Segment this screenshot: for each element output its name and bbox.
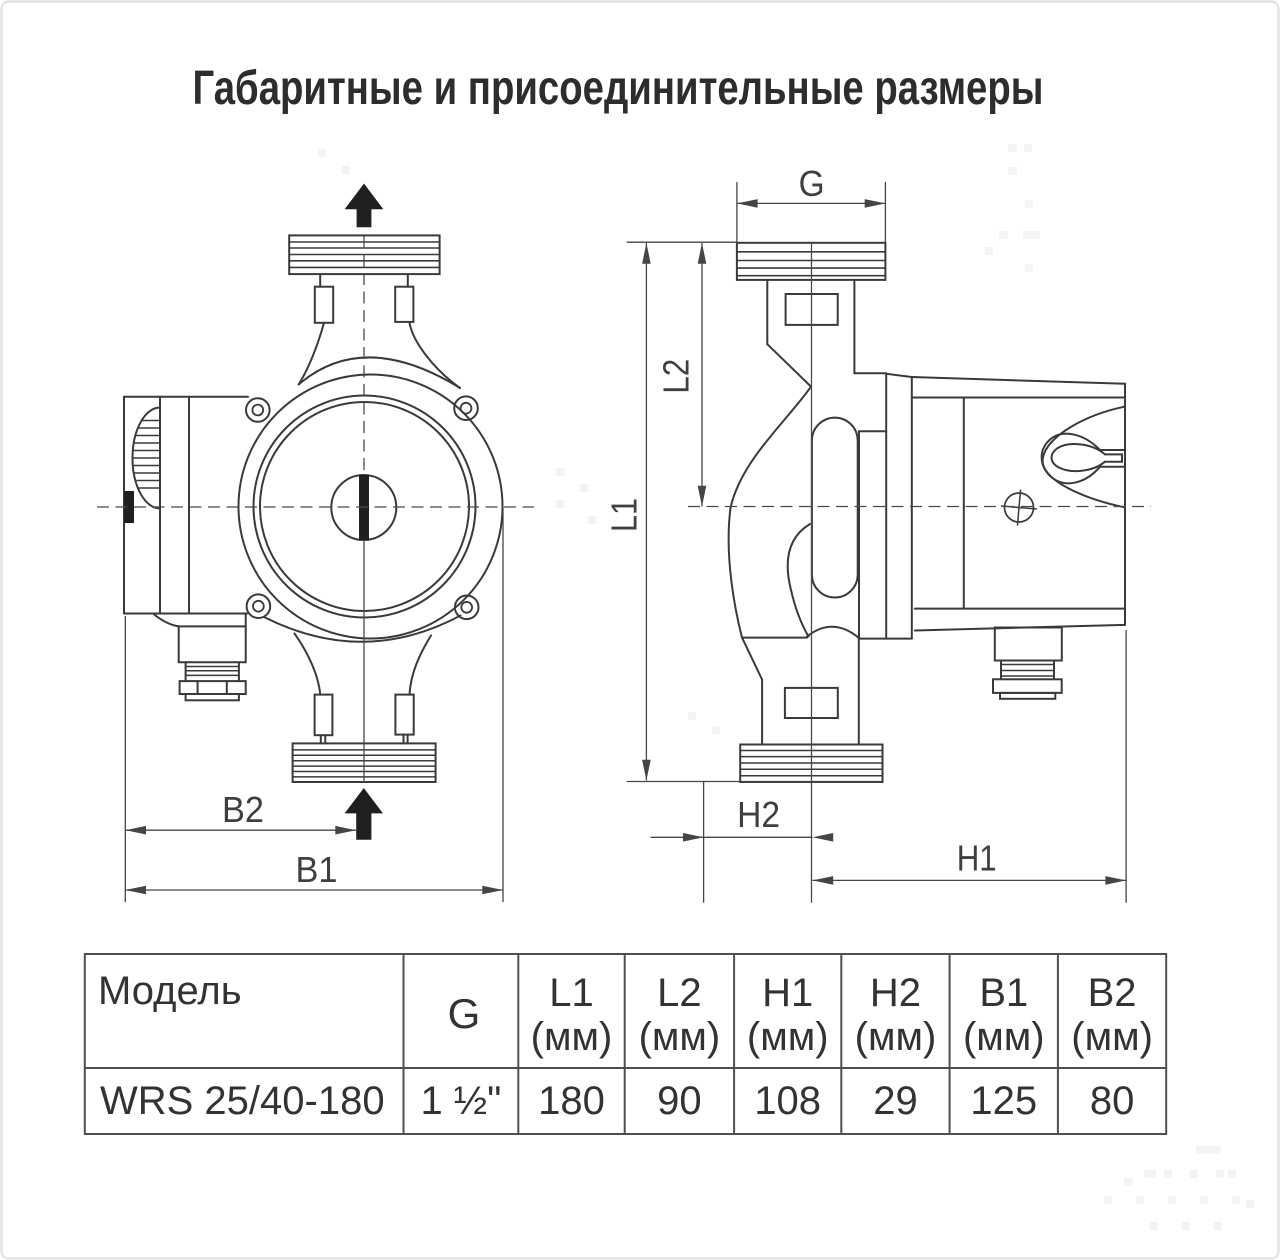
svg-text:1 ½": 1 ½" xyxy=(420,1079,501,1123)
svg-text:(мм): (мм) xyxy=(531,1015,613,1059)
svg-text:(мм): (мм) xyxy=(963,1015,1045,1059)
svg-text:(мм): (мм) xyxy=(747,1015,829,1059)
svg-text:H1: H1 xyxy=(762,971,813,1015)
svg-text:L1: L1 xyxy=(604,498,645,532)
svg-text:B1: B1 xyxy=(979,971,1028,1015)
svg-text:(мм): (мм) xyxy=(855,1015,937,1059)
svg-text:H2: H2 xyxy=(737,794,780,835)
svg-text:29: 29 xyxy=(873,1079,918,1123)
svg-text:L1: L1 xyxy=(549,971,594,1015)
svg-text:125: 125 xyxy=(970,1079,1037,1123)
svg-text:L2: L2 xyxy=(656,359,697,394)
svg-text:Габаритные и присоединительные: Габаритные и присоединительные размеры xyxy=(193,62,1044,115)
svg-text:G: G xyxy=(799,163,825,204)
svg-text:WRS 25/40-180: WRS 25/40-180 xyxy=(100,1079,385,1123)
svg-text:90: 90 xyxy=(657,1079,702,1123)
svg-text:(мм): (мм) xyxy=(1071,1015,1153,1059)
svg-text:H2: H2 xyxy=(870,971,921,1015)
svg-text:G: G xyxy=(448,990,481,1037)
svg-text:L2: L2 xyxy=(657,971,702,1015)
svg-text:B2: B2 xyxy=(222,789,264,830)
svg-text:180: 180 xyxy=(538,1079,605,1123)
svg-text:Модель: Модель xyxy=(98,969,242,1013)
svg-text:H1: H1 xyxy=(957,837,997,878)
svg-text:B1: B1 xyxy=(296,849,338,890)
svg-text:108: 108 xyxy=(754,1079,821,1123)
svg-text:B2: B2 xyxy=(1088,971,1137,1015)
svg-text:80: 80 xyxy=(1090,1079,1135,1123)
svg-text:(мм): (мм) xyxy=(639,1015,721,1059)
